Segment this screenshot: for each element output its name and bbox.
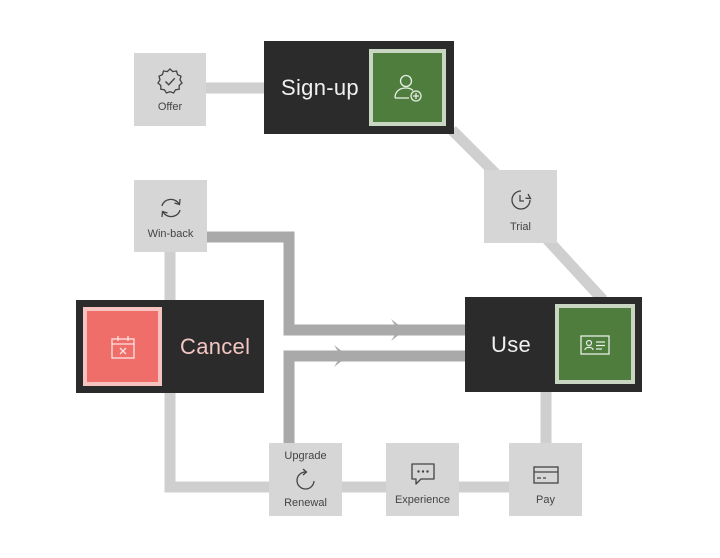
renewal-node[interactable]: Upgrade Renewal — [269, 443, 342, 516]
arrow-to-use-upper — [391, 319, 405, 341]
signup-node[interactable]: Sign-up — [264, 41, 454, 134]
experience-label: Experience — [394, 494, 451, 506]
arrow-to-use-lower — [334, 345, 348, 367]
refresh-icon — [160, 198, 181, 218]
experience-node[interactable]: Experience — [386, 443, 459, 516]
badge-check-icon — [157, 68, 183, 94]
chat-icon — [410, 463, 435, 485]
offer-label: Offer — [157, 101, 183, 113]
cancel-icon-tile — [83, 307, 162, 386]
use-node[interactable]: Use — [465, 297, 642, 392]
calendar-x-icon — [111, 336, 135, 359]
offer-node[interactable]: Offer — [134, 53, 206, 126]
connector-trial-use — [541, 234, 608, 304]
pay-label: Pay — [536, 494, 555, 506]
clock-icon — [510, 190, 532, 210]
connector-upgrade-use — [283, 350, 466, 446]
user-add-icon — [394, 74, 422, 102]
cancel-title: Cancel — [180, 334, 251, 359]
signup-title: Sign-up — [281, 75, 359, 100]
connector-cancel-renewal — [164, 392, 270, 493]
winback-node[interactable]: Win-back — [134, 180, 207, 252]
pay-node[interactable]: Pay — [509, 443, 582, 516]
use-title: Use — [491, 332, 532, 357]
renew-icon — [295, 468, 315, 490]
trial-label: Trial — [510, 221, 531, 233]
winback-label: Win-back — [147, 228, 194, 240]
upgrade-label: Upgrade — [284, 450, 327, 462]
cancel-node[interactable]: Cancel — [76, 300, 264, 393]
id-card-icon — [580, 335, 610, 355]
use-icon-tile — [555, 304, 635, 384]
renewal-label: Renewal — [284, 497, 327, 509]
connector-winback-use — [206, 231, 466, 336]
credit-card-icon — [532, 466, 559, 484]
trial-node[interactable]: Trial — [484, 170, 557, 243]
signup-icon-tile — [369, 49, 446, 126]
